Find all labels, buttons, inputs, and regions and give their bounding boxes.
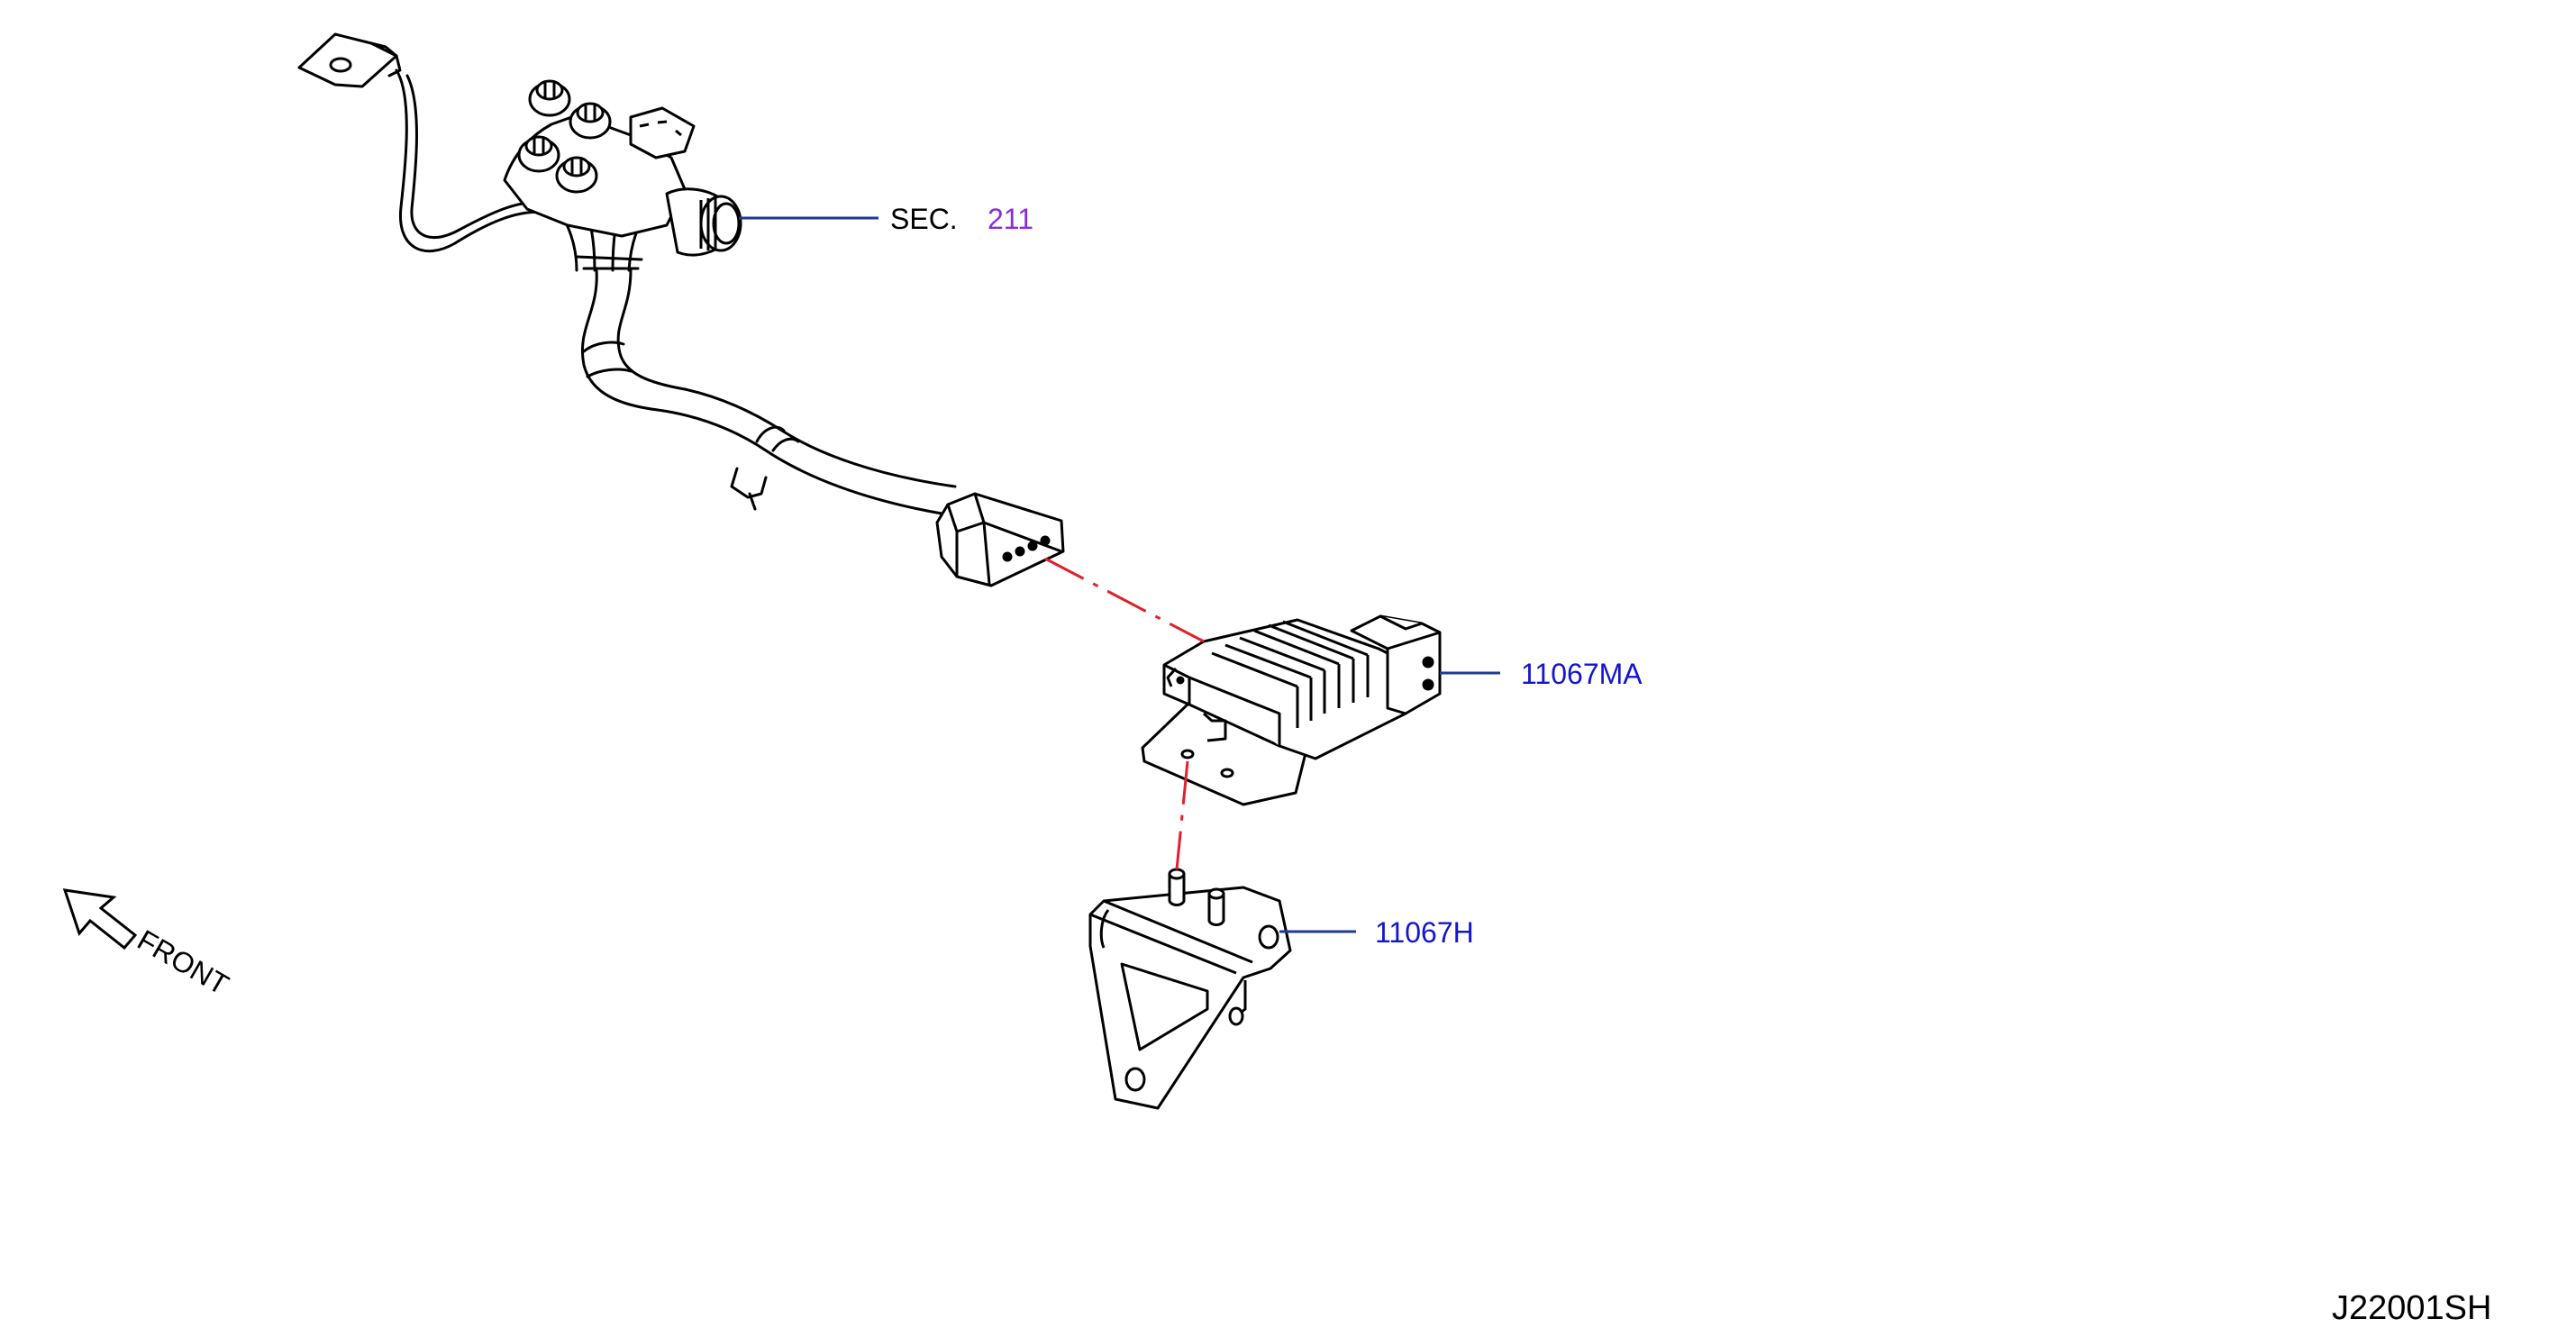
assembly-lines [1044,557,1205,870]
ground-terminal-hole [329,57,352,73]
assembly-line-bracket [1175,760,1189,870]
ground-wire [395,68,547,253]
bracket-cutout [1120,962,1209,1051]
leader-lines [739,216,1500,933]
harness-trunk-inner [616,268,957,488]
bracket-stud-right [1207,892,1225,926]
module-bracket [1088,868,1292,1110]
front-label: FRONT [132,923,234,1001]
front-direction-arrow-icon [62,888,138,950]
sec-prefix-label: SEC. [890,203,958,235]
part-label-11067ma[interactable]: 11067MA [1521,658,1643,690]
control-module [1141,614,1442,806]
harness-connector [935,492,1065,587]
assembly-line-connector [1044,557,1205,643]
sec-number-link[interactable]: 211 [988,203,1033,235]
part-label-11067h[interactable]: 11067H [1375,916,1474,949]
drawing-id: J22001SH [2332,1289,2491,1327]
harness-trunk-outer [581,268,943,515]
harness-tie-clip [730,467,768,499]
wire-harness [297,32,1065,587]
sensor-cluster [503,79,742,257]
bracket-stud-left [1168,872,1186,906]
bracket-hole-side [1258,924,1279,950]
bracket-hole-bottom [1124,1067,1146,1092]
